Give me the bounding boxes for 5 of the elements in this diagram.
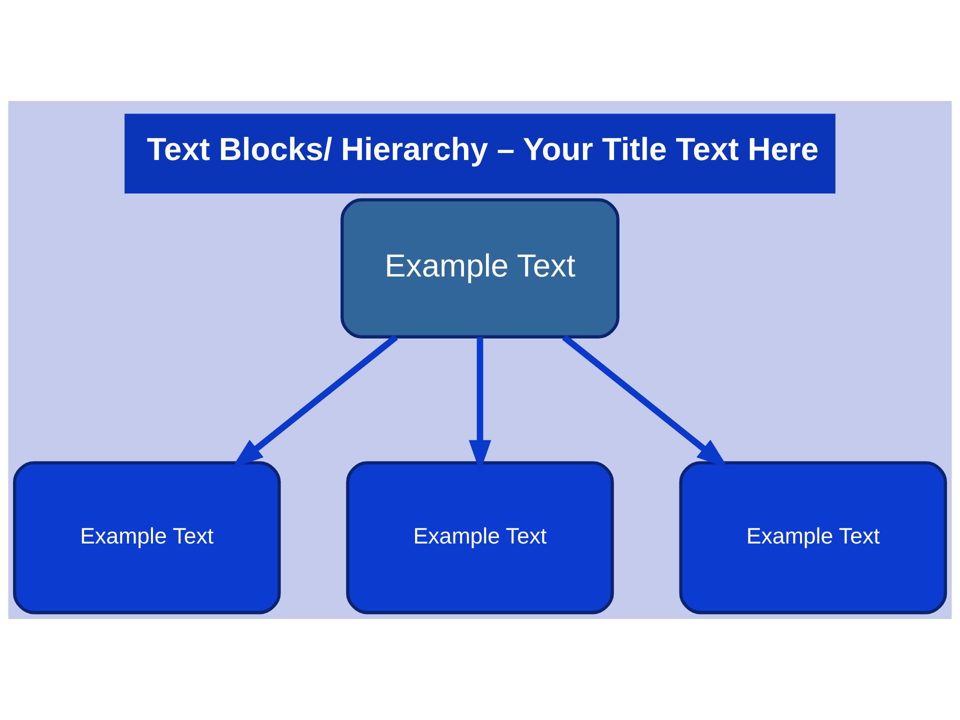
- node-box: Example Text: [346, 461, 614, 614]
- diagram-title: Text Blocks/ Hierarchy – Your Title Text Here: [146, 130, 819, 167]
- node-box: Example Text: [13, 461, 281, 614]
- node-box: Example Text: [679, 461, 947, 614]
- node-box: Example Text: [340, 198, 620, 338]
